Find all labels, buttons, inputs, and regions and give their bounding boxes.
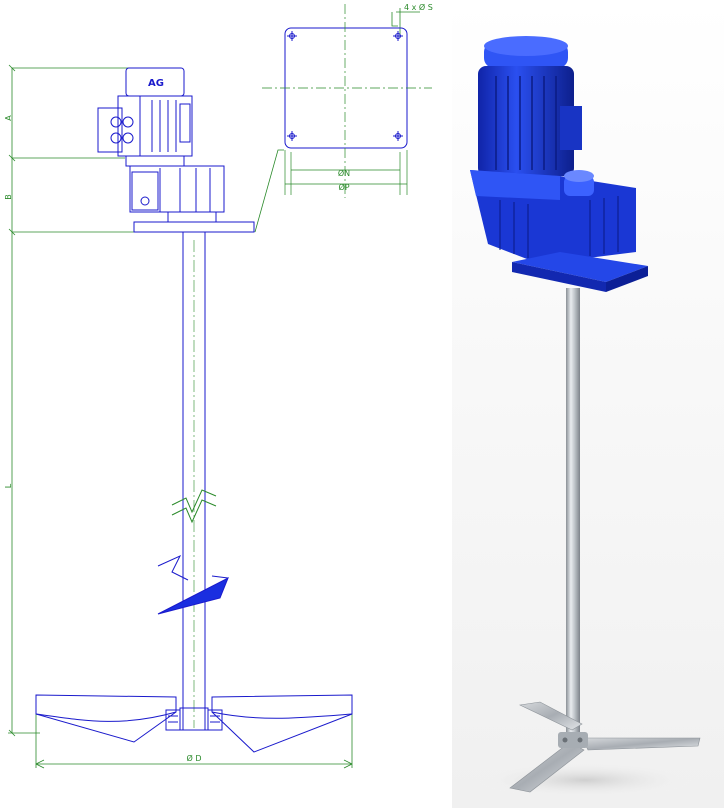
- render-shaft: [566, 288, 580, 740]
- render-gearbox: [470, 170, 648, 292]
- dim-label-p: ØP: [338, 182, 349, 192]
- dim-label-hole-spec: 4 x Ø S: [404, 2, 433, 12]
- motor-drawing: AG: [97, 67, 193, 167]
- dim-label-diameter-d: Ø D: [187, 753, 202, 763]
- technical-drawing: A B L Ø D 4 x Ø S ØN ØP: [4, 2, 433, 769]
- render-motor: [478, 36, 582, 176]
- dim-label-b: B: [4, 194, 13, 200]
- gearbox-drawing: [129, 165, 255, 233]
- motor-logo: AG: [148, 78, 164, 89]
- floor-shadow: [475, 762, 695, 798]
- dim-label-l: L: [4, 483, 13, 488]
- impeller-drawing: [35, 694, 353, 753]
- bolt-holes: [287, 31, 403, 141]
- render-impeller: [509, 701, 701, 793]
- dim-label-n: ØN: [338, 168, 350, 178]
- flange-detail: [262, 4, 432, 198]
- shaft-drawing: [171, 232, 217, 730]
- dimension-labels: A B L Ø D 4 x Ø S ØN ØP: [4, 2, 433, 763]
- blade-angle-detail: [157, 554, 229, 615]
- dim-label-a: A: [4, 115, 13, 121]
- dimension-lines: [8, 8, 420, 769]
- render-view: [452, 0, 724, 808]
